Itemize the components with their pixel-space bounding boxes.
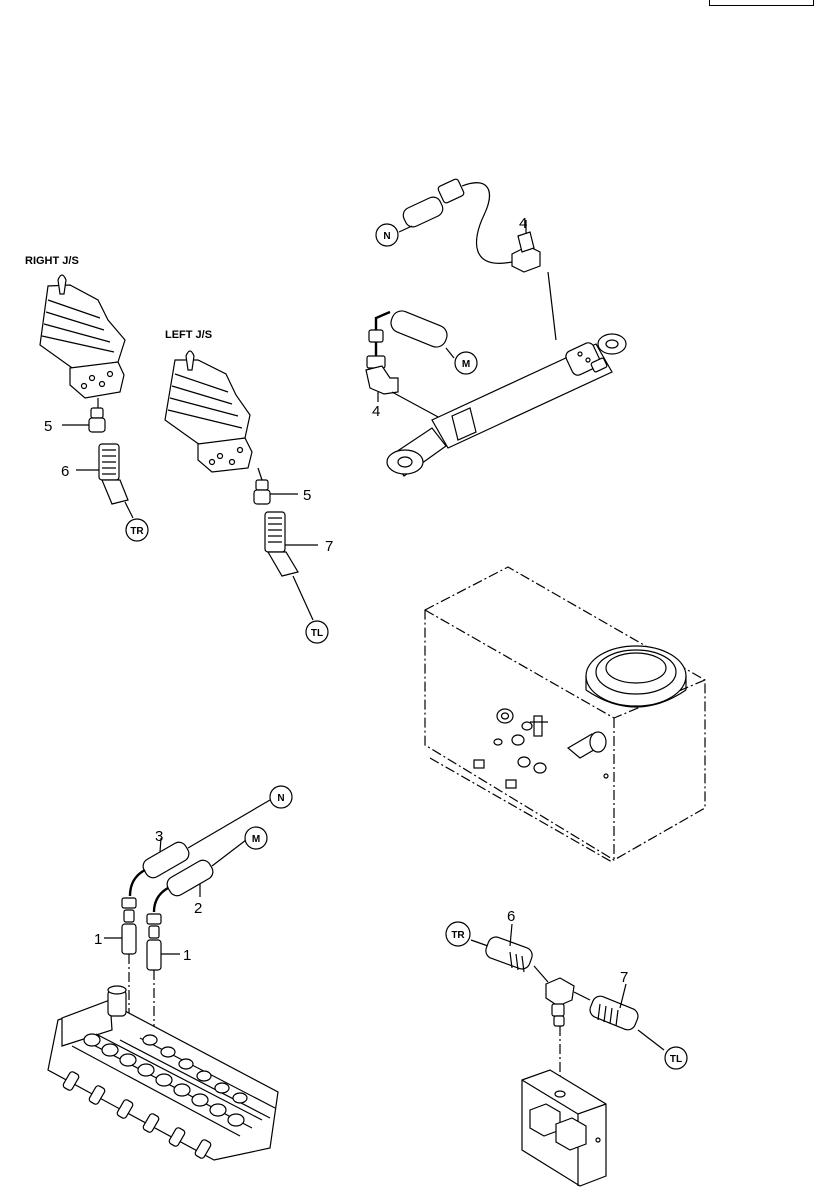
page-number-box: 220 (709, 0, 814, 6)
left-joystick-assembly: LEFT J/S (164, 329, 318, 621)
callout-n-lower: N (269, 785, 293, 809)
cylinder-body (386, 333, 627, 477)
callout-n-lower-label: N (277, 793, 284, 804)
right-joystick-caption: RIGHT J/S (25, 255, 79, 267)
callout-n-upper: N (375, 223, 399, 247)
item-number-4-upper: 4 (519, 215, 527, 232)
tank-side-fittings (473, 708, 609, 789)
left-hose-7 (264, 511, 318, 621)
block-hose-7 (589, 983, 665, 1051)
right-hose-6 (76, 443, 134, 519)
hydraulic-tank (424, 566, 706, 863)
callout-n-upper-label: N (383, 231, 390, 242)
item-number-1-right: 1 (183, 947, 191, 964)
valve-hose-2 (152, 839, 247, 913)
callout-m-upper: M (454, 351, 478, 375)
cylinder-hose-m (366, 310, 455, 369)
callout-tl-upper: TL (305, 620, 329, 644)
callout-tr-lower-label: TR (451, 930, 465, 941)
valve-hose-3 (128, 799, 271, 897)
callout-tl-lower-label: TL (670, 1054, 682, 1065)
block-hose-6 (485, 923, 549, 983)
left-fitting-5 (253, 479, 298, 505)
callout-tr-upper: TR (125, 518, 149, 542)
item-number-5-right: 5 (44, 418, 52, 435)
item-number-2: 2 (194, 900, 202, 917)
item-number-7-lower: 7 (620, 969, 628, 986)
right-joystick-assembly: RIGHT J/S (25, 255, 134, 519)
valve-spool-ports (83, 1033, 248, 1127)
right-joystick-illustration (39, 274, 126, 408)
callout-m-lower-label: M (252, 834, 260, 845)
hydraulic-cylinder-assembly (365, 178, 627, 477)
left-joystick-illustration (164, 350, 263, 481)
elbow-fitting-4-lower (365, 365, 441, 419)
callout-tr-upper-label: TR (130, 526, 144, 537)
shuttle-block-assembly (470, 923, 665, 1187)
item-number-7-left: 7 (325, 538, 333, 555)
valve-fittings-1 (104, 897, 180, 1054)
callout-m-lower: M (244, 826, 268, 850)
callout-tl-lower: TL (664, 1046, 688, 1070)
item-number-1-left: 1 (94, 931, 102, 948)
item-number-5-left: 5 (303, 487, 311, 504)
callout-m-upper-label: M (462, 359, 470, 370)
item-number-3: 3 (155, 828, 163, 845)
tee-fitting-block (545, 977, 591, 1092)
cylinder-hose-n (398, 178, 513, 264)
callout-tl-upper-label: TL (311, 628, 323, 639)
right-fitting-5 (62, 407, 106, 433)
item-number-4-lower: 4 (372, 403, 380, 420)
item-number-6-right: 6 (61, 463, 69, 480)
valve-spool-ends (62, 1071, 212, 1159)
item-number-6-lower: 6 (507, 908, 515, 925)
left-joystick-caption: LEFT J/S (165, 329, 212, 341)
control-valve-body (47, 985, 279, 1161)
shuttle-block-body (521, 1069, 607, 1187)
callout-tr-lower: TR (445, 921, 471, 947)
tee-fitting-4-upper (511, 220, 557, 341)
main-control-valve-assembly (47, 799, 279, 1161)
tank-filler-port (585, 645, 687, 708)
